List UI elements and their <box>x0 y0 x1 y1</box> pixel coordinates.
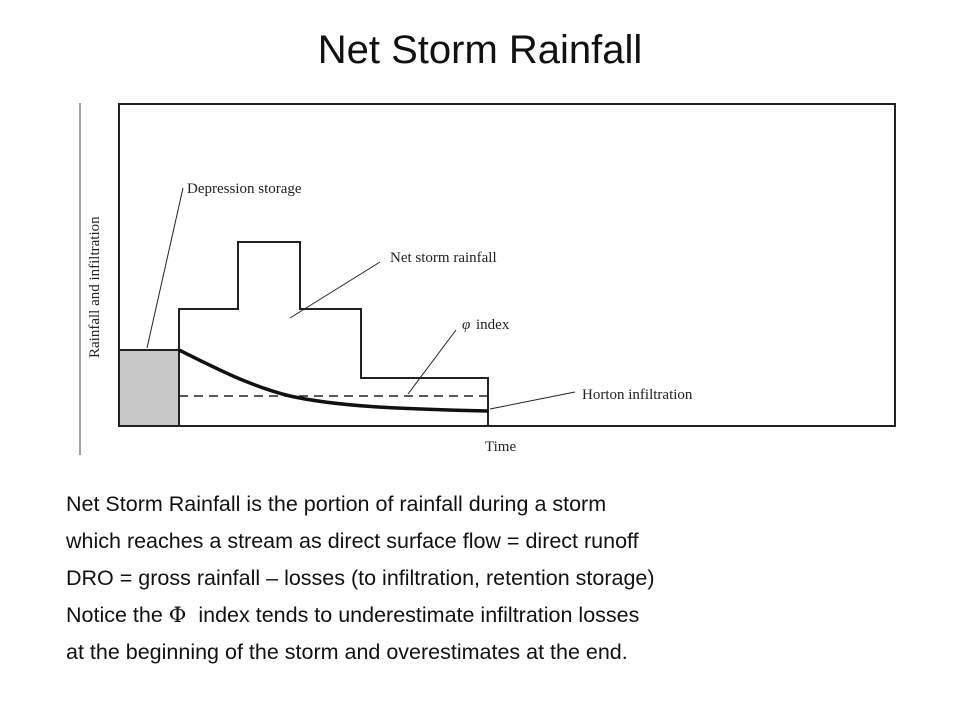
depression-storage-leader <box>146 187 184 349</box>
horton-infiltration-label: Horton infiltration <box>582 387 693 403</box>
net-storm-rainfall-label: Net storm rainfall <box>390 250 497 266</box>
body-line-2: which reaches a stream as direct surface… <box>66 529 639 553</box>
y-axis-label: Rainfall and infiltration <box>87 216 103 358</box>
body-line-5: at the beginning of the storm and overes… <box>66 640 628 664</box>
body-line-3: DRO = gross rainfall – losses (to infilt… <box>66 566 655 590</box>
body-line-4-start: Notice the <box>66 603 169 627</box>
phi-symbol: Φ <box>168 603 187 628</box>
phi-symbol-label: φ <box>462 317 470 333</box>
body-line-1: Net Storm Rainfall is the portion of rai… <box>66 492 607 516</box>
net-rainfall-leader <box>289 261 381 319</box>
body-line-4: Notice the Φ index tends to underestimat… <box>66 597 906 634</box>
body-line-4-end: index tends to underestimate infiltratio… <box>186 603 640 627</box>
phi-index-leader <box>407 329 457 395</box>
phi-index-label: index <box>476 317 510 333</box>
depression-storage-label: Depression storage <box>187 181 302 197</box>
depression-storage-block <box>118 349 180 427</box>
plot-frame <box>118 103 896 427</box>
horton-leader <box>489 391 576 410</box>
rainfall-hyetograph <box>178 241 489 426</box>
slide-body: Net Storm Rainfall is the portion of rai… <box>66 486 906 671</box>
horton-infiltration-curve <box>178 348 489 413</box>
x-axis-label: Time <box>485 439 516 455</box>
slide-title: Net Storm Rainfall <box>317 28 643 72</box>
